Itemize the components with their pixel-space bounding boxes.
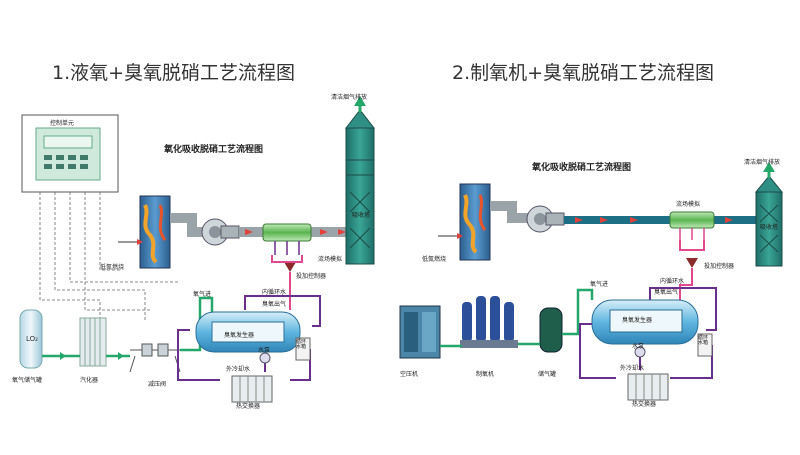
left-oxygen-in-label: 氧气进 [193,291,212,298]
air-compressor [399,305,441,359]
heat-exchanger-right [627,373,669,401]
left-generator-label: 臭氧发生器 [224,332,255,339]
lox-badge: LO₂ [26,335,38,343]
air-compressor-label: 空压机 [400,371,419,378]
right-generator-label: 臭氧发生器 [622,317,653,324]
reducer-label: 减压阀 [148,381,167,388]
right-cool-loop-label: 内循环水 [660,278,685,285]
left-flow-sim-label: 流场模拟 [318,256,343,263]
left-panel [19,96,376,403]
left-low-nitrogen-label: 低氮燃烧 [100,264,125,271]
left-stack-outlet-label: 清洁烟气排放 [331,94,368,101]
fan [201,218,240,246]
right-heat-exchanger-label: 热交换器 [632,401,657,408]
right-ozone-out-label: 臭氧出气 [654,289,679,296]
flow-sim-unit [262,223,312,242]
furnace-right [459,183,491,261]
oxygen-pipes [42,296,214,358]
lox-tank-label: 氧气储气罐 [12,377,43,384]
right-panel [399,162,784,401]
ozone-generator [195,311,301,353]
right-absorber-label: 吸收塔 [760,224,779,231]
right-pump-label: 水泵 [632,343,645,350]
reducer-valve [129,343,181,373]
right-flow-sim-label: 流场模拟 [676,201,701,208]
left-cooling-water-label: 外冷却水 [226,366,251,373]
heat-exchanger [231,375,273,403]
storage-tank-label: 储气罐 [538,371,557,378]
right-subtitle: 氧化吸收脱硝工艺流程图 [532,163,632,173]
oxygen-generator [460,296,518,348]
ozone-generator-right [591,299,699,345]
right-low-nitrogen-label: 低氮燃烧 [422,256,447,263]
control-unit-label: 控制单元 [50,120,75,127]
storage-tank [539,307,563,353]
left-subtitle: 氧化吸收脱硝工艺流程图 [164,145,264,155]
furnace [139,195,171,269]
right-panel-title: 2.制氧机+臭氧脱硝工艺流程图 [452,62,715,84]
right-stack-outlet-label: 清洁烟气排放 [744,159,781,166]
left-side-box-label: 循环水箱 [296,339,307,350]
left-heat-exchanger-label: 热交换器 [236,403,261,410]
fan-right [526,205,565,233]
oxygen-generator-label: 制氧机 [476,371,495,378]
left-control-label: 投加控制器 [296,273,327,280]
right-control-label: 投加控制器 [704,263,735,270]
left-ozone-out-label: 臭氧出气 [262,301,287,308]
flow-sim-unit-right [669,211,715,229]
absorber-tower [344,109,376,265]
left-cool-loop-label: 内循环水 [262,289,287,296]
left-pump-label: 水泵 [258,347,271,354]
absorber-tower-right [754,175,784,267]
vaporizer [79,317,107,367]
right-cooling-water-label: 外冷却水 [620,365,645,372]
left-absorber-label: 吸收塔 [352,212,371,219]
left-panel-title: 1.液氧+臭氧脱硝工艺流程图 [52,62,296,84]
right-side-box-label: 循环水箱 [698,335,709,346]
vaporizer-label: 汽化器 [80,377,99,384]
lox-tank [19,309,43,369]
right-oxygen-in-label: 氧气进 [590,281,609,288]
